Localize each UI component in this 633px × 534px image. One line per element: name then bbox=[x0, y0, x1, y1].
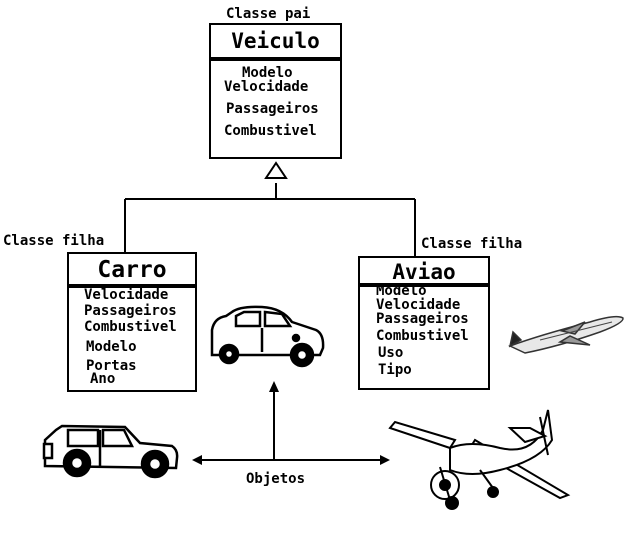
carro-class-title: Carro bbox=[69, 254, 195, 288]
aviao-class-box: Aviao bbox=[358, 256, 490, 390]
jeep-icon bbox=[42, 424, 179, 479]
carro-class-box: Carro bbox=[67, 252, 197, 392]
carro-attr-1: Passageiros bbox=[84, 303, 177, 319]
parent-attr-1: Velocidade bbox=[224, 79, 309, 95]
parent-attr-2: Passageiros bbox=[226, 101, 319, 117]
aviao-attr-4: Uso bbox=[378, 345, 404, 361]
aviao-class-title: Aviao bbox=[360, 258, 488, 287]
aviao-attr-2: Passageiros bbox=[376, 311, 469, 327]
objects-arrowhead-right bbox=[380, 455, 390, 465]
parent-class-caption: Classe pai bbox=[226, 6, 311, 22]
parent-class-box: Veiculo bbox=[209, 23, 342, 159]
jetliner-icon bbox=[508, 315, 624, 354]
aviao-attr-3: Combustivel bbox=[376, 328, 469, 344]
parent-class-title: Veiculo bbox=[211, 25, 340, 61]
carro-attr-5: Ano bbox=[90, 371, 116, 387]
carro-attr-0: Velocidade bbox=[84, 287, 169, 303]
carro-attr-4: Portas bbox=[86, 358, 137, 374]
classic-car-icon bbox=[210, 305, 325, 368]
objects-label: Objetos bbox=[246, 471, 306, 487]
carro-class-caption: Classe filha bbox=[3, 233, 105, 249]
carro-attr-3: Modelo bbox=[86, 339, 137, 355]
small-plane-icon bbox=[388, 409, 571, 510]
objects-arrowhead-left bbox=[192, 455, 202, 465]
aviao-attr-5: Tipo bbox=[378, 362, 412, 378]
parent-attr-0: Modelo bbox=[242, 65, 293, 81]
objects-arrowhead-up bbox=[269, 381, 279, 392]
inheritance-arrow bbox=[264, 161, 288, 179]
carro-attr-2: Combustivel bbox=[84, 319, 177, 335]
aviao-class-caption: Classe filha bbox=[421, 236, 523, 252]
parent-attr-3: Combustivel bbox=[224, 123, 317, 139]
aviao-attr-0: Modelo bbox=[376, 283, 427, 299]
aviao-attr-1: Velocidade bbox=[376, 297, 461, 313]
